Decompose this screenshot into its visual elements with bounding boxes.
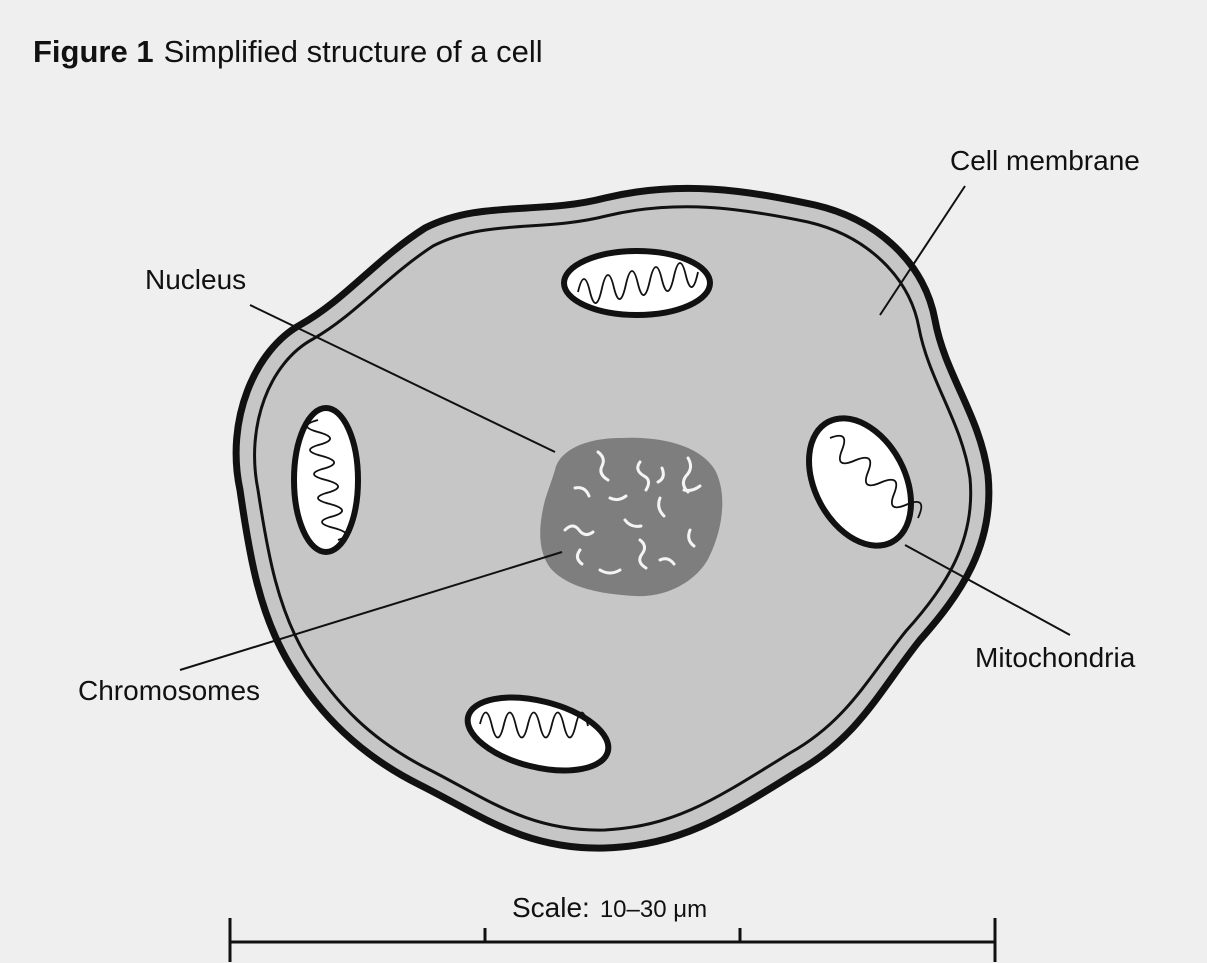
nucleus-label: Nucleus [145,264,246,295]
chromosomes-label: Chromosomes [78,675,260,706]
scale-bar [230,918,995,962]
mitochondrion-left [294,408,358,552]
nucleus [540,438,722,596]
cell-membrane-label: Cell membrane [950,145,1140,176]
scale-label: Scale:10–30 μm [512,892,707,923]
mitochondrion-top [564,251,710,315]
mitochondria-label: Mitochondria [975,642,1136,673]
